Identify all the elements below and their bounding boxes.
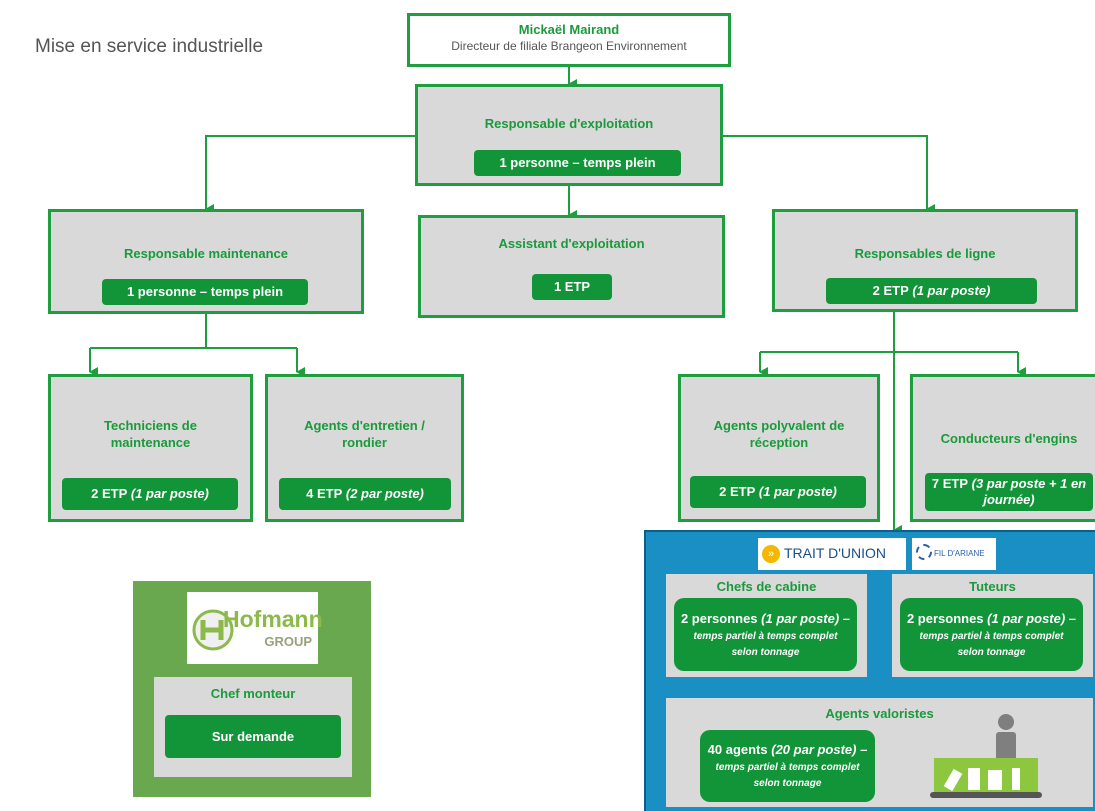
techniciens-detail: 2 ETP (1 par poste): [62, 478, 238, 510]
hofmann-logo-text: Hofmann: [223, 606, 323, 632]
techniciens-box: Techniciens de maintenance 2 ETP (1 par …: [48, 374, 253, 522]
tuteurs-title: Tuteurs: [969, 579, 1016, 594]
trait-union-logo: » TRAIT D'UNION: [758, 538, 906, 570]
agents-entretien-detail: 4 ETP (2 par poste): [279, 478, 451, 510]
director-box: Mickaël Mairand Directeur de filiale Bra…: [407, 13, 731, 67]
exploitation-box: Responsable d'exploitation 1 personne – …: [415, 84, 723, 186]
agents-reception-detail-note: (1 par poste): [758, 484, 837, 499]
chef-monteur-box: Chef monteur Sur demande: [154, 677, 352, 777]
valoristes-small: temps partiel à temps complet selon tonn…: [715, 762, 860, 789]
chefs-cabine-note: (1 par poste): [761, 610, 840, 626]
arrow-exploitation-lignes: [723, 135, 935, 214]
conducteurs-detail-main: 7 ETP: [931, 476, 968, 491]
exploitation-detail: 1 personne – temps plein: [474, 150, 681, 176]
agents-entretien-title: Agents d'entretien / rondier: [304, 418, 425, 450]
director-role: Directeur de filiale Brangeon Environnem…: [451, 39, 687, 53]
hofmann-logo: Hofmann GROUP: [187, 592, 323, 664]
lignes-detail-main: 2 ETP: [872, 283, 909, 298]
valoristes-box: Agents valoristes 40 agents (20 par post…: [666, 698, 1093, 807]
lignes-detail: 2 ETP (1 par poste): [826, 278, 1037, 304]
agents-entretien-detail-note: (2 par poste): [345, 486, 424, 501]
exploitation-title: Responsable d'exploitation: [484, 116, 654, 131]
valoristes-main: 40 agents: [707, 742, 768, 757]
tuteurs-box: Tuteurs 2 personnes (1 par poste) – temp…: [892, 574, 1093, 677]
fil-ariane-text: FIL D'ARIANE: [934, 549, 985, 558]
lignes-detail-note: (1 par poste): [912, 283, 991, 298]
chefs-cabine-main: 2 personnes: [680, 610, 758, 626]
hofmann-panel: Hofmann GROUP Chef monteur Sur demande: [133, 581, 371, 797]
assistant-detail: 1 ETP: [532, 274, 612, 300]
hofmann-logo-icon: [192, 609, 234, 651]
tuteurs-detail: 2 personnes (1 par poste) – temps partie…: [900, 598, 1083, 671]
director-name: Mickaël Mairand: [518, 22, 620, 37]
techniciens-detail-main: 2 ETP: [91, 486, 128, 501]
techniciens-detail-note: (1 par poste): [130, 486, 209, 501]
tuteurs-small: temps partiel à temps complet selon tonn…: [919, 630, 1064, 658]
arrow-exploitation-maintenance: [205, 135, 415, 214]
chefs-cabine-dash: –: [839, 610, 851, 626]
agents-reception-title: Agents polyvalent de réception: [713, 418, 845, 450]
lignes-box: Responsables de ligne 2 ETP (1 par poste…: [772, 209, 1078, 312]
chef-monteur-title: Chef monteur: [210, 686, 296, 701]
tuteurs-note: (1 par poste): [987, 610, 1066, 626]
conducteurs-title: Conducteurs d'engins: [940, 431, 1078, 446]
lignes-title: Responsables de ligne: [854, 246, 996, 261]
maintenance-title: Responsable maintenance: [124, 246, 288, 261]
hofmann-logo-subtext: GROUP: [264, 634, 312, 649]
agents-reception-box: Agents polyvalent de réception 2 ETP (1 …: [678, 374, 880, 522]
fil-ariane-icon: [916, 544, 932, 560]
insertion-panel: » TRAIT D'UNION FIL D'ARIANE Chefs de ca…: [644, 530, 1095, 811]
maintenance-detail: 1 personne – temps plein: [102, 279, 308, 305]
trait-union-text: TRAIT D'UNION: [784, 545, 886, 561]
chefs-cabine-small: temps partiel à temps complet selon tonn…: [693, 630, 838, 658]
valoristes-dash: –: [856, 742, 868, 757]
assistant-title: Assistant d'exploitation: [498, 236, 645, 251]
agents-reception-detail: 2 ETP (1 par poste): [690, 476, 866, 508]
agents-reception-detail-main: 2 ETP: [719, 484, 756, 499]
page-title: Mise en service industrielle: [35, 36, 264, 57]
conducteurs-detail-note: (3 par poste + 1 en journée): [971, 476, 1087, 507]
valoristes-title: Agents valoristes: [825, 706, 934, 721]
assistant-box: Assistant d'exploitation 1 ETP: [418, 215, 725, 318]
maintenance-box: Responsable maintenance 1 personne – tem…: [48, 209, 364, 314]
tuteurs-dash: –: [1065, 610, 1077, 626]
trait-union-icon: »: [762, 545, 780, 563]
valoristes-detail: 40 agents (20 par poste) – temps partiel…: [700, 730, 875, 802]
chef-monteur-detail: Sur demande: [165, 715, 341, 758]
conducteurs-detail: 7 ETP (3 par poste + 1 en journée): [925, 473, 1093, 511]
techniciens-title: Techniciens de maintenance: [104, 418, 197, 450]
agents-entretien-box: Agents d'entretien / rondier 4 ETP (2 pa…: [265, 374, 464, 522]
chefs-cabine-title: Chefs de cabine: [716, 579, 817, 594]
tuteurs-main: 2 personnes: [906, 610, 984, 626]
fil-ariane-logo: FIL D'ARIANE: [912, 538, 996, 570]
sorting-worker-pictogram: [930, 714, 1042, 798]
chefs-cabine-detail: 2 personnes (1 par poste) – temps partie…: [674, 598, 857, 671]
conducteurs-box: Conducteurs d'engins 7 ETP (3 par poste …: [910, 374, 1095, 522]
chefs-cabine-box: Chefs de cabine 2 personnes (1 par poste…: [666, 574, 867, 677]
agents-entretien-detail-main: 4 ETP: [306, 486, 343, 501]
valoristes-note: (20 par poste): [771, 742, 857, 757]
